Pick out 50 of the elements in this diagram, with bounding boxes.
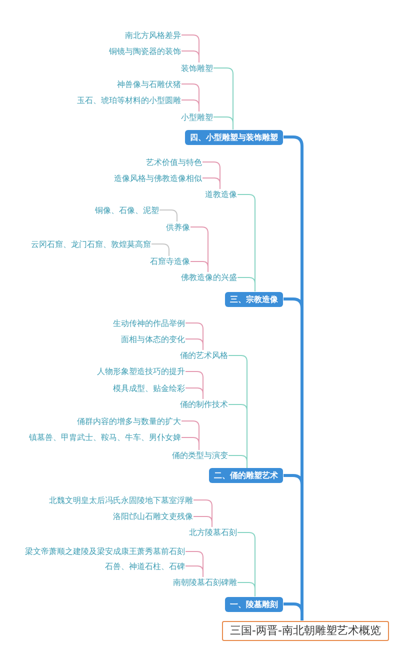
topic-label: 供养像 — [166, 222, 190, 232]
topic-label: 梁文帝萧顺之建陵及梁安成康王萧秀墓前石刻 — [25, 546, 185, 557]
branch-box: 四、小型雕塑与装饰雕塑 — [185, 130, 283, 144]
branch-box: 三、宗教造像 — [225, 292, 283, 306]
topic-label: 北魏文明皇太后冯氏永固陵地下墓室浮雕 — [49, 494, 193, 506]
connector-line — [185, 338, 204, 350]
connector-line — [237, 582, 256, 597]
topic-label: 俑群内容的增多与数量的扩大 — [77, 416, 181, 426]
topic-label: 小型雕塑 — [181, 112, 213, 122]
topic-label: 云冈石窟、龙门石窟、敦煌莫高窟 — [31, 238, 151, 250]
topic-label: 石兽、神道石柱、石碑 — [105, 560, 185, 572]
topic-label: 佛教造像的兴盛 — [181, 272, 237, 283]
root-box: 三国-两晋-南北朝雕塑艺术概览 — [222, 620, 389, 640]
connector-line — [193, 516, 212, 528]
topic-label: 神兽像与石雕伏猪 — [117, 78, 181, 90]
topic-label: 玉石、琥珀等材料的小型圆雕 — [77, 94, 181, 106]
topic-label: 南朝陵墓石刻碑雕 — [173, 577, 237, 588]
topic-label: 人物形象塑造技巧的提升 — [97, 366, 185, 377]
topic-label: 艺术价值与特色 — [146, 156, 202, 168]
connector-line — [237, 277, 256, 292]
topic-label: 俑的类型与演变 — [172, 450, 228, 461]
connector-line — [185, 388, 204, 400]
topic-label: 面相与体态的变化 — [121, 334, 185, 344]
connector-line — [159, 210, 178, 222]
topic-label: 北方陵墓石刻 — [189, 527, 237, 538]
topic-label: 铜镜与陶瓷器的装饰 — [109, 46, 181, 56]
connector-line — [185, 566, 204, 578]
topic-label: 装饰雕塑 — [181, 62, 213, 74]
connector-line — [202, 178, 220, 190]
topic-label: 造像风格与佛教造像相似 — [114, 172, 202, 184]
connector-line — [181, 50, 200, 63]
connector-line — [190, 261, 208, 272]
topic-label: 南北方风格差异 — [125, 30, 181, 40]
connector-line — [213, 116, 234, 130]
topic-label: 石窟寺造像 — [150, 256, 190, 267]
topic-label: 洛阳邙山石雕文吏残像 — [113, 511, 193, 522]
connector-line — [181, 100, 200, 112]
connector-line — [228, 455, 248, 468]
topic-label: 镇墓兽、甲胄武士、鞍马、牛车、男仆女婢 — [29, 432, 181, 443]
connector-line — [284, 602, 304, 620]
branch-box: 一、陵墓雕刻 — [225, 596, 283, 612]
topic-label: 道教造像 — [205, 189, 237, 200]
connector-line — [151, 244, 170, 256]
connector-line — [181, 437, 200, 450]
topic-label: 模具成型、贴金绘彩 — [113, 382, 185, 394]
topic-label: 铜像、石像、泥塑 — [95, 204, 159, 216]
topic-label: 俑的艺术风格 — [180, 350, 228, 361]
topic-label: 生动传神的作品举例 — [113, 318, 185, 328]
topic-label: 俑的制作技术 — [180, 399, 228, 410]
branch-box: 二、俑的雕塑艺术 — [209, 468, 283, 483]
